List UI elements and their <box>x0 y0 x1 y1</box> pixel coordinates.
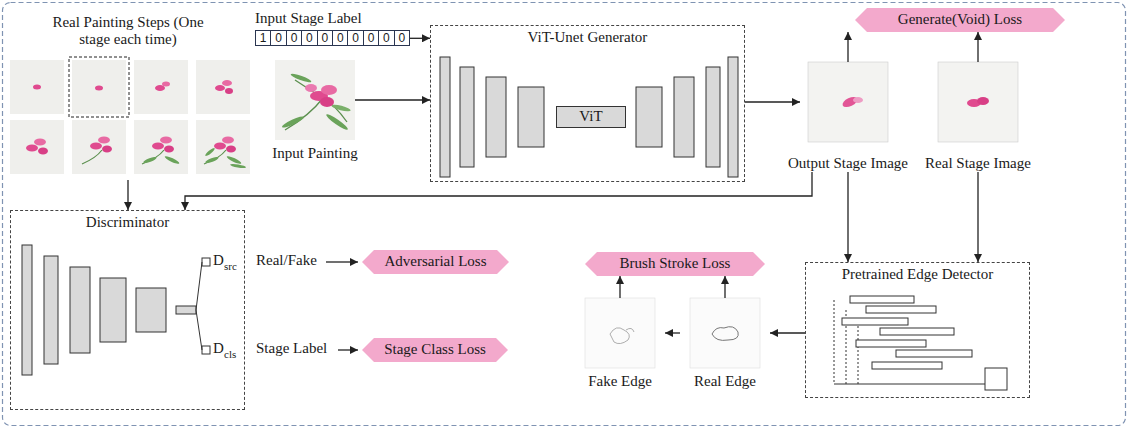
outer-frame <box>3 3 1126 426</box>
node-text: ViT <box>579 108 602 125</box>
image-caption: Real Edge <box>694 373 756 390</box>
connector <box>410 38 430 39</box>
output-name: Stage Label <box>256 340 327 357</box>
node-text: Discriminator <box>11 214 244 231</box>
output-subscript: cls <box>224 348 236 361</box>
hexagon-fill <box>362 338 508 362</box>
edge-detector-layers <box>834 296 1007 390</box>
output-symbol: D <box>213 340 224 357</box>
connector <box>185 172 812 210</box>
discriminator-layers <box>22 245 210 375</box>
label-heading: Input Stage Label <box>255 10 410 27</box>
output-name: Real/Fake <box>256 252 317 269</box>
vector-cell: 0 <box>332 31 347 45</box>
vector-cell: 0 <box>363 31 378 45</box>
label-vector: 1000000000 <box>255 30 410 46</box>
connector <box>724 276 725 298</box>
connector <box>127 180 128 210</box>
stage-label-vector: Input Stage Label1000000000 <box>255 10 410 46</box>
loss-hexagon: Brush Stroke Loss <box>585 252 765 276</box>
discriminator-box: Discriminator <box>10 210 245 410</box>
connector <box>355 99 430 100</box>
output-stage-image <box>808 62 888 142</box>
connector <box>977 32 978 62</box>
hexagon-fill <box>362 250 509 274</box>
loss-hexagon: Generate(Void) Loss <box>855 8 1065 32</box>
connector <box>977 172 978 262</box>
vector-cell: 0 <box>286 31 301 45</box>
vector-cell: 0 <box>347 31 362 45</box>
vector-cell: 0 <box>317 31 332 45</box>
node-text: ViT-Unet Generator <box>431 29 744 46</box>
vector-cell: 0 <box>378 31 393 45</box>
real-stage-image <box>938 62 1018 142</box>
node-text: Adversarial Loss <box>384 253 486 270</box>
generator-box: ViT-Unet GeneratorViT <box>430 25 745 182</box>
real-stage-image: Real Stage Image <box>930 62 1026 172</box>
output-stage-image: Output Stage Image <box>800 62 896 172</box>
fake-edge-image: Fake Edge <box>575 298 665 390</box>
vector-cell: 0 <box>394 31 409 45</box>
connector <box>847 32 848 62</box>
input-painting: Input Painting <box>275 60 355 162</box>
output-subscript: src <box>224 260 237 273</box>
hexagon-fill <box>585 252 765 276</box>
image-caption: Output Stage Image <box>788 155 908 172</box>
fake-edge-image <box>585 298 655 368</box>
vector-cell: 0 <box>270 31 285 45</box>
connector <box>665 332 680 333</box>
unet-layers <box>440 57 738 177</box>
image-caption: Real Stage Image <box>925 155 1031 172</box>
painting-steps <box>10 57 250 174</box>
connector <box>847 172 848 262</box>
node-text: Stage Class Loss <box>384 341 486 358</box>
vector-cell: 0 <box>301 31 316 45</box>
connector <box>619 276 620 298</box>
node-text: Pretrained Edge Detector <box>806 266 1029 283</box>
real-edge-image: Real Edge <box>680 298 770 390</box>
real-edge-image <box>690 298 760 368</box>
hexagon-fill <box>855 8 1065 32</box>
loss-hexagon: Stage Class Loss <box>362 338 508 362</box>
node-text: Generate(Void) Loss <box>898 11 1022 28</box>
output-arrow <box>338 349 358 350</box>
edge-detector-box: Pretrained Edge Detector <box>805 262 1030 398</box>
node-text: Brush Stroke Loss <box>620 255 731 272</box>
image-caption: Input Painting <box>272 145 357 162</box>
node-text: Real Painting Steps (One stage each time… <box>43 14 213 49</box>
connector <box>770 332 805 333</box>
input-painting-image <box>275 60 355 140</box>
loss-hexagon: Adversarial Loss <box>362 250 509 274</box>
vit-block: ViT <box>556 106 626 128</box>
steps-panel: Real Painting Steps (One stage each time… <box>6 12 250 180</box>
output-arrow <box>326 261 358 262</box>
connector <box>745 101 800 102</box>
vector-cell: 1 <box>256 31 270 45</box>
output-symbol: D <box>213 252 224 269</box>
image-caption: Fake Edge <box>588 373 652 390</box>
